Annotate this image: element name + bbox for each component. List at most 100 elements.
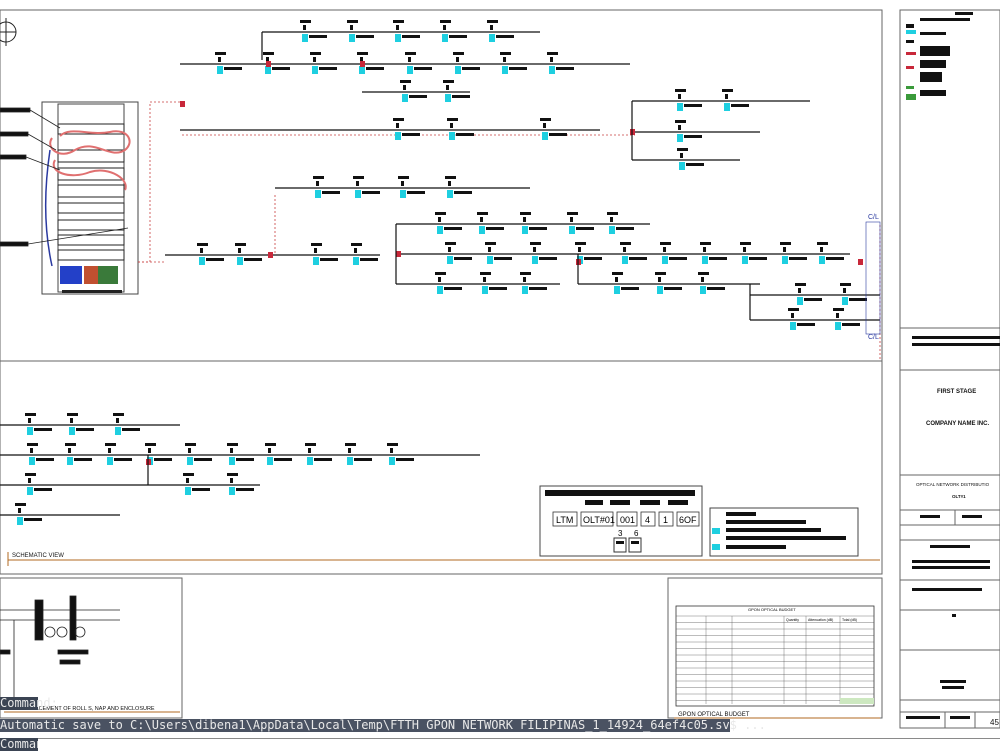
nap-marker — [522, 286, 528, 294]
nap-label — [65, 443, 76, 446]
nap-marker — [265, 66, 271, 74]
nap-label — [215, 52, 226, 55]
nap-marker — [29, 457, 35, 465]
nap-marker — [449, 132, 455, 140]
nap-label — [313, 176, 324, 179]
nap-label — [740, 242, 751, 245]
nap-marker — [700, 286, 706, 294]
command-input-field[interactable] — [38, 738, 1000, 751]
nap-marker — [199, 257, 205, 265]
nap-label — [227, 473, 238, 476]
nap-label — [698, 272, 709, 275]
nap-label — [607, 212, 618, 215]
nap-label — [113, 413, 124, 416]
nap-label — [440, 20, 451, 23]
nap-label — [263, 52, 274, 55]
rack-callouts — [0, 107, 129, 247]
legend-sub-a: 3 — [618, 529, 623, 538]
title-company: COMPANY NAME INC. — [926, 421, 989, 427]
nap-marker — [185, 487, 191, 495]
nap-label — [353, 176, 364, 179]
nap-label — [393, 20, 404, 23]
nap-label — [345, 443, 356, 446]
nap-marker — [17, 517, 23, 525]
nap-marker — [724, 103, 730, 111]
nap-marker — [187, 457, 193, 465]
nap-label — [393, 118, 404, 121]
nap-label — [25, 473, 36, 476]
budget-col-qty: Quantity — [786, 618, 799, 622]
nap-label — [480, 272, 491, 275]
nap-marker — [677, 134, 683, 142]
splitter-marker — [360, 61, 365, 67]
nap-marker — [395, 34, 401, 42]
nap-marker — [115, 427, 121, 435]
command-input[interactable]: Command: — [0, 737, 58, 751]
optical-budget-table: GPON OPTICAL BUDGET Quantity Attenuation… — [675, 605, 875, 707]
title-sheet: 45 — [990, 718, 999, 727]
nap-label — [530, 242, 541, 245]
nap-marker — [489, 34, 495, 42]
nap-marker — [27, 427, 33, 435]
nap-label — [675, 89, 686, 92]
nap-marker — [400, 190, 406, 198]
nap-label — [25, 413, 36, 416]
nap-label — [612, 272, 623, 275]
nap-marker — [27, 487, 33, 495]
nap-marker — [455, 66, 461, 74]
nap-marker — [622, 256, 628, 264]
nap-marker — [349, 34, 355, 42]
nap-marker — [782, 256, 788, 264]
nap-label — [660, 242, 671, 245]
budget-title: GPON OPTICAL BUDGET — [748, 607, 796, 612]
nap-label — [487, 20, 498, 23]
budget-col-att: Attenuation (dB) — [808, 618, 833, 622]
nap-marker — [819, 256, 825, 264]
nap-label — [265, 443, 276, 446]
nap-label — [677, 148, 688, 151]
nap-marker — [742, 256, 748, 264]
nap-label — [795, 283, 806, 286]
legend-sub-b: 6 — [634, 529, 639, 538]
nap-label — [477, 212, 488, 215]
nap-label — [185, 443, 196, 446]
nap-marker — [614, 286, 620, 294]
splitter-marker — [858, 259, 863, 265]
splitter-marker — [268, 252, 273, 258]
legend-code-olt: OLT#01 — [583, 515, 615, 525]
nap-label — [817, 242, 828, 245]
feeder-cables — [138, 101, 881, 360]
nap-label — [520, 272, 531, 275]
title-stage: FIRST STAGE — [937, 389, 976, 395]
nap-label — [435, 272, 446, 275]
legend-code-fiber: 6OF — [679, 515, 697, 525]
nap-marker — [395, 132, 401, 140]
detail-caption: DETAIL PLACEMENT OF ROLL S, NAP AND ENCL… — [8, 706, 155, 712]
nap-label — [405, 52, 416, 55]
budget-col-total: Total (dB) — [842, 618, 857, 622]
nap-marker — [657, 286, 663, 294]
nap-label — [547, 52, 558, 55]
title-network: OPTICAL NETWORK DISTRIBUTIO — [916, 482, 990, 487]
nap-label — [833, 308, 844, 311]
nap-marker — [445, 94, 451, 102]
nap-marker — [662, 256, 668, 264]
north-arrow-icon — [0, 18, 17, 46]
nap-marker — [677, 103, 683, 111]
nap-marker — [229, 487, 235, 495]
nap-label — [183, 473, 194, 476]
nap-marker — [542, 132, 548, 140]
command-history-line-1: Command: — [0, 696, 58, 710]
nap-marker — [313, 257, 319, 265]
nap-label — [197, 243, 208, 246]
schematic-view-label: SCHEMATIC VIEW — [12, 553, 64, 559]
nap-label — [485, 242, 496, 245]
splitter-marker — [266, 61, 271, 67]
nap-marker — [315, 190, 321, 198]
nap-label — [145, 443, 156, 446]
nap-marker — [487, 256, 493, 264]
nap-marker — [353, 257, 359, 265]
nap-label — [27, 443, 38, 446]
nap-marker — [302, 34, 308, 42]
